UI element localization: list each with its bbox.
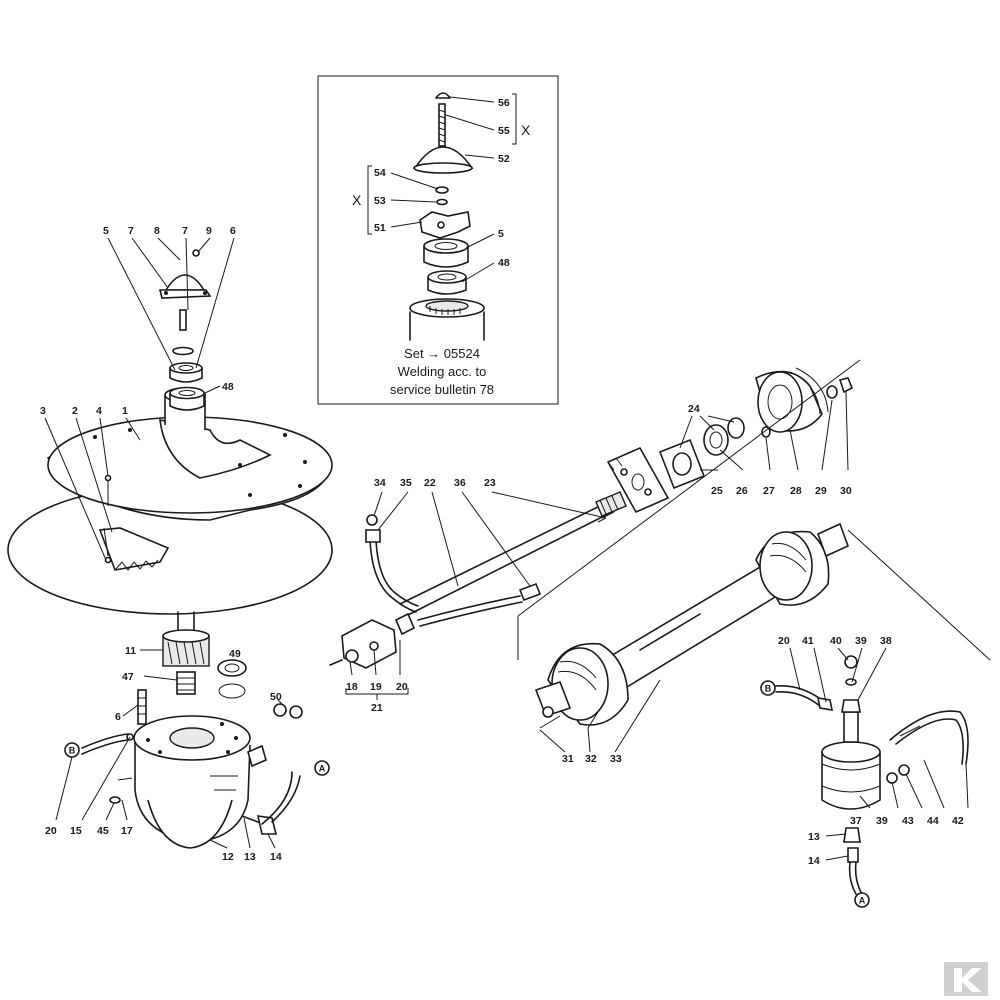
label-7a: 7 xyxy=(128,225,134,237)
label-39a: 39 xyxy=(855,635,867,647)
label-38: 38 xyxy=(880,635,892,647)
label-24: 24 xyxy=(688,403,700,415)
label-8: 8 xyxy=(154,225,160,237)
label-26: 26 xyxy=(736,485,748,497)
connector-b-tank: B xyxy=(765,684,772,694)
label-21: 21 xyxy=(371,702,383,714)
inset-panel: X X 56 55 52 54 53 51 5 48 Set → 05524 W… xyxy=(317,75,559,405)
inset-set-number: Set → 05524 xyxy=(404,346,480,361)
label-18: 18 xyxy=(346,681,358,693)
label-25: 25 xyxy=(711,485,723,497)
inset-bulletin-note: service bulletin 78 xyxy=(390,382,494,397)
label-44: 44 xyxy=(927,815,939,827)
connector-a-tank: A xyxy=(859,896,866,906)
label-13-gearbox: 13 xyxy=(244,851,256,863)
label-40: 40 xyxy=(830,635,842,647)
gearbox-assembly: B A 11 49 47 50 6 20 15 45 17 12 13 14 xyxy=(45,611,330,863)
oil-tank-assembly: B A 20 41 40 39 38 37 39 43 xyxy=(760,635,969,908)
inset-label-48: 48 xyxy=(498,257,510,269)
inset-label-56: 56 xyxy=(498,97,510,109)
connector-a-gearbox: A xyxy=(319,764,326,774)
label-3: 3 xyxy=(40,405,46,417)
label-23: 23 xyxy=(484,477,496,489)
label-27: 27 xyxy=(763,485,775,497)
shaft-assembly: 34 35 22 36 23 18 19 20 21 xyxy=(329,477,627,714)
label-5-disc: 5 xyxy=(103,225,109,237)
label-14-tank: 14 xyxy=(808,855,820,867)
label-43: 43 xyxy=(902,815,914,827)
inset-label-5: 5 xyxy=(498,228,504,240)
label-37: 37 xyxy=(850,815,862,827)
label-39b: 39 xyxy=(876,815,888,827)
label-4: 4 xyxy=(96,405,102,417)
pto-shaft: 31 32 33 xyxy=(517,359,991,765)
inset-x-mark-right: X xyxy=(521,122,531,138)
disc-assembly: 5 7 8 7 9 6 48 3 2 4 1 xyxy=(7,225,333,615)
label-31: 31 xyxy=(562,753,574,765)
label-20-tank: 20 xyxy=(778,635,790,647)
label-36: 36 xyxy=(454,477,466,489)
inset-label-54: 54 xyxy=(374,167,386,179)
label-30: 30 xyxy=(840,485,852,497)
label-2: 2 xyxy=(72,405,78,417)
label-12: 12 xyxy=(222,851,234,863)
label-15: 15 xyxy=(70,825,82,837)
label-41: 41 xyxy=(802,635,814,647)
label-13-tank: 13 xyxy=(808,831,820,843)
label-22: 22 xyxy=(424,477,436,489)
inset-x-mark-left: X xyxy=(352,192,362,208)
label-9: 9 xyxy=(206,225,212,237)
inset-welding-note: Welding acc. to xyxy=(398,364,487,379)
label-6-disc: 6 xyxy=(230,225,236,237)
brand-logo-icon xyxy=(944,962,988,996)
label-48-disc: 48 xyxy=(222,381,234,393)
label-14-gearbox: 14 xyxy=(270,851,282,863)
label-20-gearbox: 20 xyxy=(45,825,57,837)
label-1: 1 xyxy=(122,405,128,417)
label-6-gearbox: 6 xyxy=(115,711,121,723)
label-7b: 7 xyxy=(182,225,188,237)
inset-label-55: 55 xyxy=(498,125,510,137)
bearing-assembly: 24 25 26 27 28 29 30 xyxy=(607,367,854,513)
label-50: 50 xyxy=(270,691,282,703)
label-49: 49 xyxy=(229,648,241,660)
label-34: 34 xyxy=(374,477,386,489)
label-28: 28 xyxy=(790,485,802,497)
label-35: 35 xyxy=(400,477,412,489)
inset-label-52: 52 xyxy=(498,153,510,165)
inset-label-53: 53 xyxy=(374,195,386,207)
inset-label-51: 51 xyxy=(374,222,386,234)
label-32: 32 xyxy=(585,753,597,765)
label-11: 11 xyxy=(125,645,136,657)
label-20-shaft: 20 xyxy=(396,681,408,693)
label-29: 29 xyxy=(815,485,827,497)
label-47: 47 xyxy=(122,671,134,683)
label-33: 33 xyxy=(610,753,622,765)
label-19: 19 xyxy=(370,681,382,693)
label-42: 42 xyxy=(952,815,964,827)
connector-b-gearbox: B xyxy=(69,746,76,756)
label-45: 45 xyxy=(97,825,109,837)
label-17: 17 xyxy=(121,825,133,837)
